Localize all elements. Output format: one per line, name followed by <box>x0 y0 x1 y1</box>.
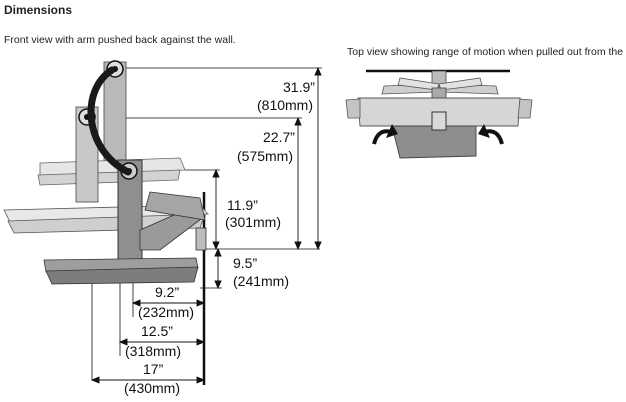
dim-22-7-mm: (575mm) <box>237 148 293 164</box>
dim-31-9-mm: (810mm) <box>257 97 313 113</box>
dim-22-7-in: 22.7” <box>263 129 295 145</box>
dim-9-2-mm: (232mm) <box>138 304 194 320</box>
vertical-dimension-lines <box>212 66 322 290</box>
top-view-caption: Top view showing range of motion when pu… <box>347 46 626 58</box>
horizontal-dimension-lines <box>90 299 206 384</box>
dim-11-9-in: 11.9” <box>227 197 258 213</box>
dim-12-5-mm: (318mm) <box>125 343 181 359</box>
dimension-labels: 31.9” (810mm) 22.7” (575mm) 11.9” (301mm… <box>124 79 315 396</box>
front-view-caption: Front view with arm pushed back against … <box>4 34 236 46</box>
page-title: Dimensions <box>4 3 73 17</box>
dim-17-in: 17” <box>143 361 164 377</box>
cable-arm <box>87 66 132 176</box>
dim-17-mm: (430mm) <box>124 380 180 396</box>
dim-9-2-in: 9.2” <box>155 284 179 300</box>
dim-31-9-in: 31.9” <box>283 79 315 95</box>
dim-9-5-in: 9.5” <box>233 255 257 271</box>
top-view-drawing <box>345 69 533 159</box>
front-view-drawing <box>3 60 322 385</box>
dim-11-9-mm: (301mm) <box>225 214 281 230</box>
dim-12-5-in: 12.5” <box>141 323 173 339</box>
dim-9-5-mm: (241mm) <box>233 273 289 289</box>
